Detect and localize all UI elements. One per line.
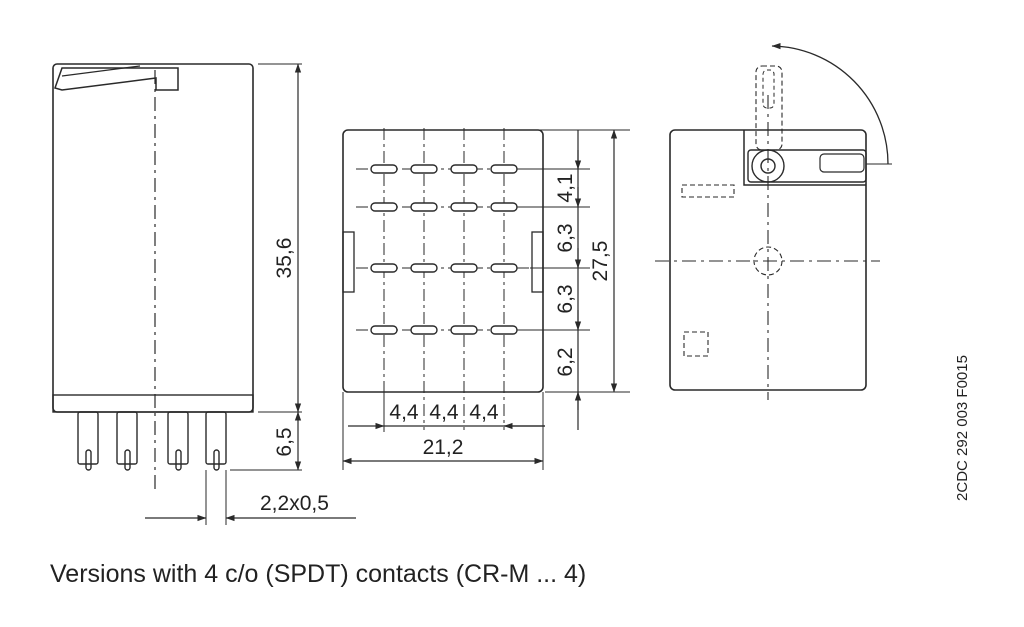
dimension-row-pitch-3: 6,3 bbox=[554, 284, 577, 313]
side-view bbox=[52, 63, 356, 525]
test-lever bbox=[54, 67, 179, 91]
dimension-height-side: 35,6 bbox=[273, 238, 296, 279]
dimension-width-bottom: 21,2 bbox=[423, 436, 464, 459]
rotation-arrow bbox=[771, 43, 889, 165]
dimension-row-pitch-2: 6,3 bbox=[554, 223, 577, 252]
lever-handle bbox=[747, 149, 867, 183]
relay-housing-side bbox=[52, 63, 254, 413]
dimension-col-pitch-2: 4,4 bbox=[429, 401, 459, 424]
bottom-view bbox=[342, 128, 630, 470]
front-view bbox=[655, 43, 892, 400]
dimension-col-pitch-1: 4,4 bbox=[389, 401, 419, 424]
dimension-row-pitch-4: 6,2 bbox=[554, 347, 577, 376]
drawing-code: 2CDC 292 003 F0015 bbox=[954, 355, 971, 501]
pin-slots bbox=[370, 164, 518, 335]
pins-side bbox=[77, 411, 227, 471]
figure-caption: Versions with 4 c/o (SPDT) contacts (CR-… bbox=[50, 560, 587, 588]
dimension-pin-length: 6,5 bbox=[273, 427, 296, 456]
dimension-pin-section: 2,2x0,5 bbox=[260, 492, 329, 515]
dimension-row-pitch-1: 4,1 bbox=[554, 173, 577, 202]
dimension-col-pitch-3: 4,4 bbox=[469, 401, 499, 424]
relay-base-plate bbox=[52, 394, 254, 413]
dimension-height-bottom: 27,5 bbox=[589, 241, 612, 282]
